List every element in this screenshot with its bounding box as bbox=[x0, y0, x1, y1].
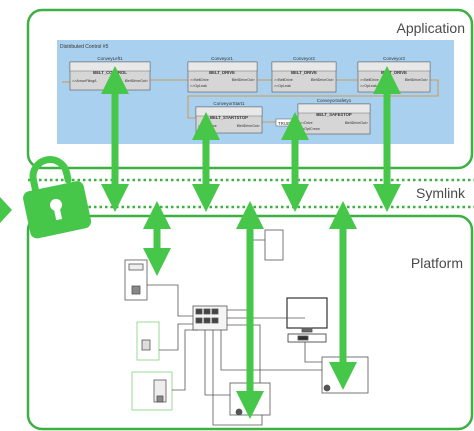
fb-type-name: BELT_DRIVE bbox=[291, 70, 317, 75]
fb-type-name: BELT_DRIVE bbox=[209, 70, 235, 75]
fb-instance-name: Conveyor2 bbox=[293, 56, 315, 61]
fb-block[interactable]: Conveyor2 BELT_DRIVE >>BeltDrive >>OpLea… bbox=[271, 56, 337, 93]
fb-block[interactable]: Conveyor1 BELT_DRIVE >>BeltDrive >>OpLea… bbox=[187, 56, 258, 93]
controller-module bbox=[124, 259, 148, 301]
fb-block[interactable]: ConveyorSafety1 BELT_SAFESTOP >>Drive >>… bbox=[297, 98, 371, 135]
fb-instance-name: ConveyorSafety1 bbox=[317, 98, 352, 103]
monitor-icon bbox=[286, 297, 328, 343]
fb-input-port: >>Drive bbox=[300, 121, 313, 125]
fb-output-port: iBeltDriveOut> bbox=[405, 78, 428, 82]
fb-type-name: BELT_CONTROL bbox=[93, 70, 127, 75]
symlink-label: Symlink bbox=[416, 185, 466, 201]
field-device bbox=[264, 229, 284, 261]
fb-instance-name: Conveyor1 bbox=[211, 56, 233, 61]
padlock-pointer-arrow bbox=[0, 197, 12, 223]
network-switch bbox=[192, 305, 228, 331]
fb-input-port: >>OpLeak bbox=[190, 84, 207, 88]
fb-input-port: >>OpLeak bbox=[274, 84, 291, 88]
fb-input-port: >>OpLeak bbox=[360, 84, 377, 88]
fb-network-title: Distributed Control #5 bbox=[60, 44, 109, 50]
fb-output-port: iBeltDriveOut> bbox=[311, 78, 334, 82]
fb-instance-name: Conveyor3 bbox=[383, 56, 405, 61]
fb-type-name: BELT_STARTSTOP bbox=[210, 115, 248, 120]
fb-output-port: iBeltDriveOut> bbox=[125, 79, 148, 83]
fb-instance-name: ConveyLeft1 bbox=[97, 56, 123, 61]
io-module bbox=[131, 371, 173, 411]
link-arrows bbox=[101, 66, 401, 419]
platform-label: Platform bbox=[411, 255, 463, 271]
fb-input-port: >>ArrowFilingA bbox=[72, 79, 97, 83]
fb-output-port: iBeltDriveOut> bbox=[237, 124, 260, 128]
fb-type-name: BELT_DRIVE bbox=[381, 70, 407, 75]
true-constant-tag: TRUE bbox=[275, 118, 293, 127]
fb-instance-name: ConveyorStart1 bbox=[213, 101, 245, 106]
fb-type-name: BELT_SAFESTOP bbox=[316, 112, 352, 117]
fb-output-port: iBeltDriveOut> bbox=[232, 78, 255, 82]
io-module bbox=[136, 321, 160, 361]
fb-input-port: >>BeltDrive bbox=[274, 78, 293, 82]
true-constant-text: TRUE bbox=[278, 121, 290, 126]
application-label: Application bbox=[397, 20, 466, 36]
fb-output-port: iBeltDriveOut> bbox=[345, 121, 368, 125]
fb-input-port: >>BeltDrive bbox=[360, 78, 379, 82]
padlock-icon bbox=[23, 156, 92, 239]
fb-input-port: >>BeltDrive bbox=[190, 78, 209, 82]
fb-input-port: >>OptCrean bbox=[300, 127, 320, 131]
